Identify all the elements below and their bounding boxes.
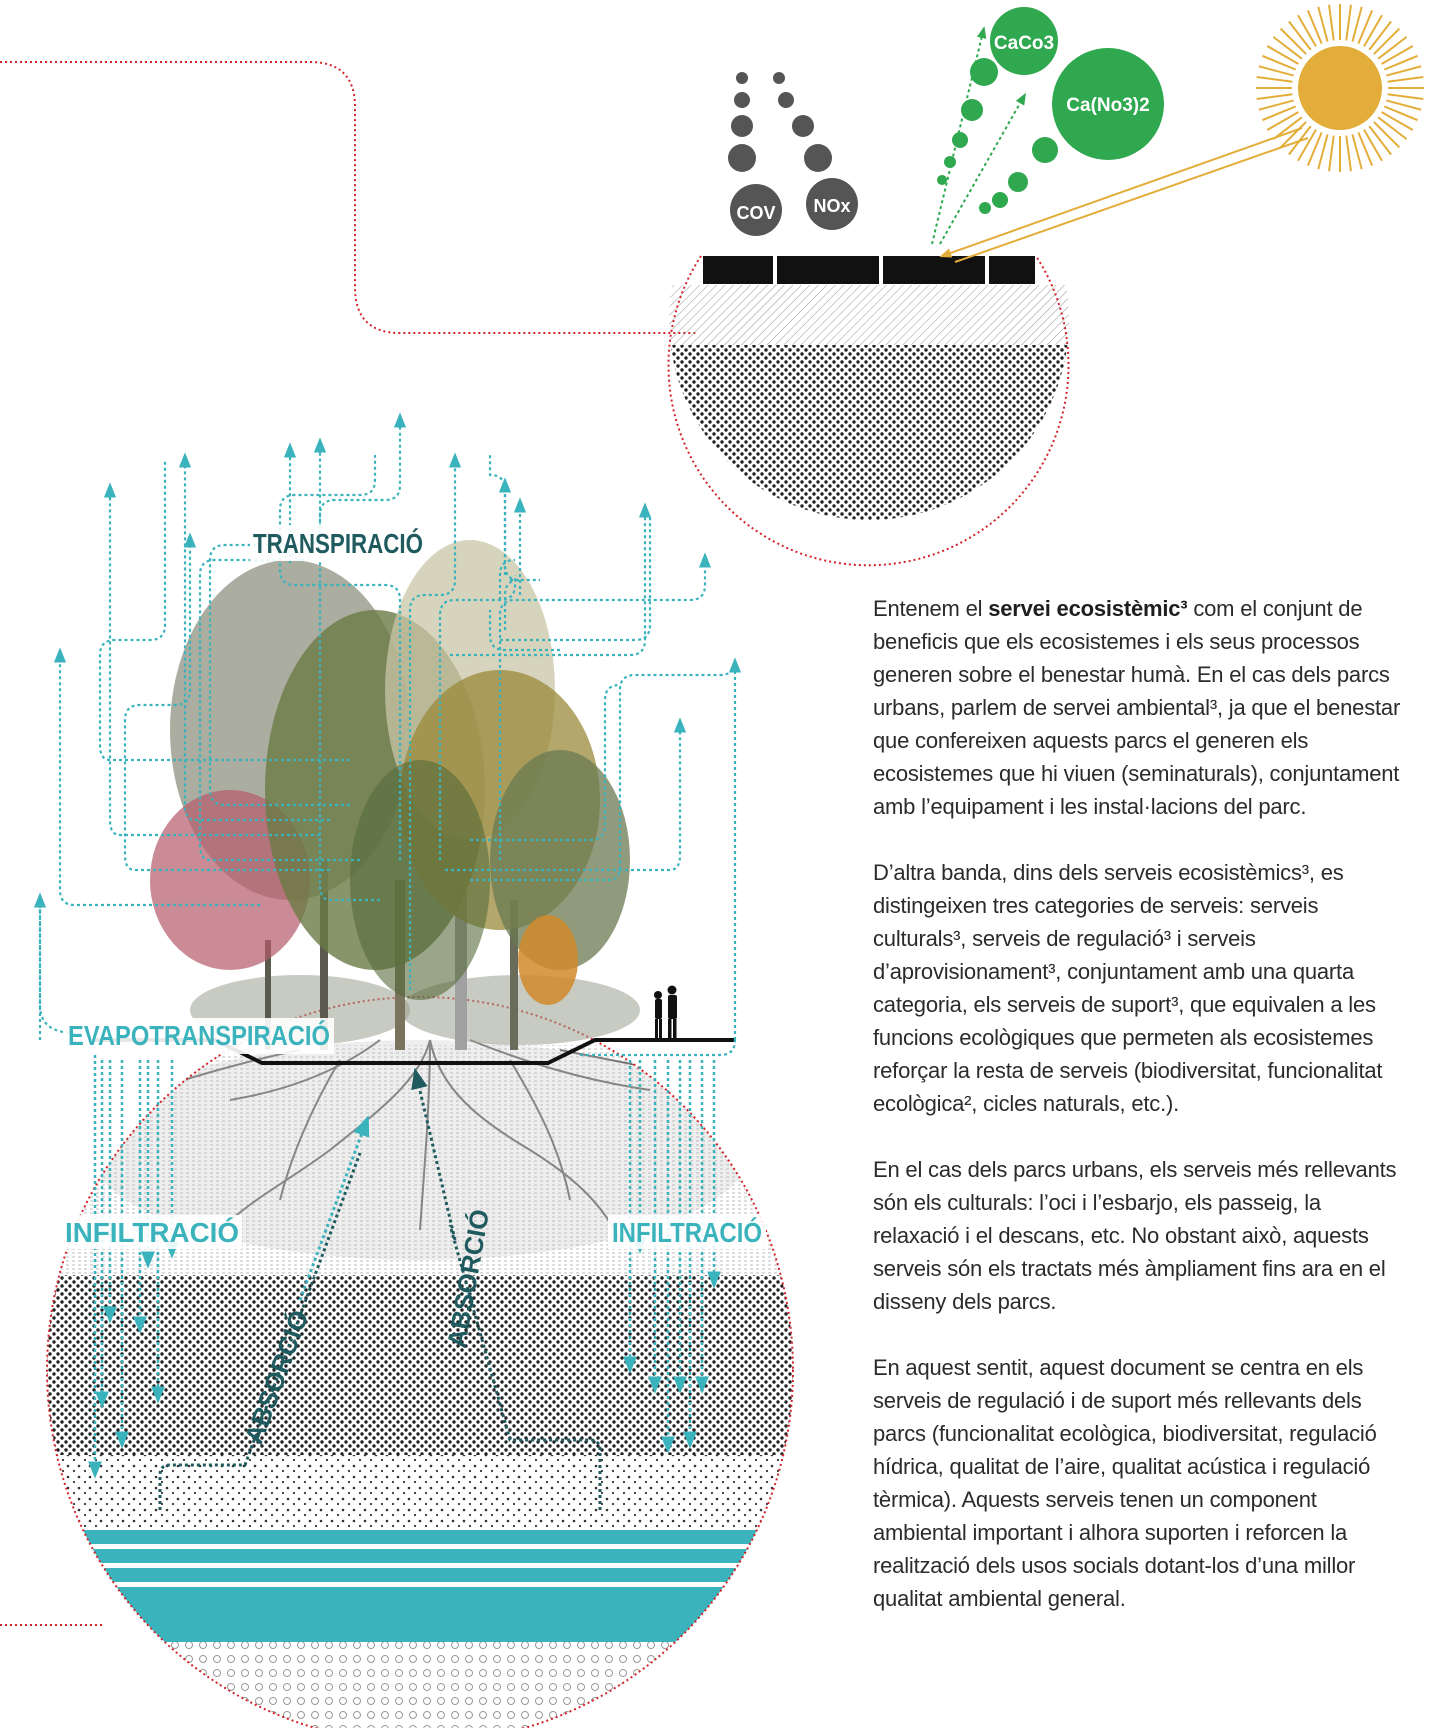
sun-core xyxy=(1298,46,1382,130)
paragraph-3: En el cas dels parcs urbans, els serveis… xyxy=(873,1157,1397,1314)
caco3-label: CaCo3 xyxy=(994,33,1054,54)
cov-ball xyxy=(730,184,782,236)
absorption-arrows xyxy=(158,1067,602,1510)
cano3-label: Ca(No3)2 xyxy=(1066,95,1149,116)
cov-label: COV xyxy=(736,203,775,223)
nox-ball xyxy=(806,178,858,230)
label-transpiracio: TRANSPIRACIÓ xyxy=(253,528,423,559)
connector-line-top xyxy=(0,61,697,334)
trees xyxy=(150,540,640,1050)
term-servei-ecosistemic: servei ecosistèmic³ xyxy=(988,596,1188,621)
paragraph-1: Entenem el servei ecosistèmic³ com el co… xyxy=(873,596,1401,819)
paragraph-2: D’altra banda, dins dels serveis ecosist… xyxy=(873,860,1383,1116)
cano3-ball xyxy=(1052,48,1164,160)
label-evapotranspiracio: EVAPOTRANSPIRACIÓ xyxy=(68,1020,330,1051)
nox-label: NOx xyxy=(813,196,850,216)
caco3-ball xyxy=(990,7,1058,75)
paving-slabs xyxy=(703,256,1035,284)
paragraph-4: En aquest sentit, aquest document se cen… xyxy=(873,1355,1377,1611)
people-silhouettes xyxy=(654,985,677,1040)
product-balls xyxy=(937,58,1058,214)
body-text: Entenem el servei ecosistèmic³ com el co… xyxy=(873,592,1413,1648)
sun-arrows xyxy=(939,127,1309,263)
label-infiltracio-left: INFILTRACIÓ xyxy=(65,1217,239,1248)
sun-icon xyxy=(1256,4,1424,172)
pollutant-cov-balls xyxy=(728,72,832,172)
label-infiltracio-right: INFILTRACIÓ xyxy=(612,1217,762,1248)
soil-section-outline xyxy=(46,996,794,1728)
